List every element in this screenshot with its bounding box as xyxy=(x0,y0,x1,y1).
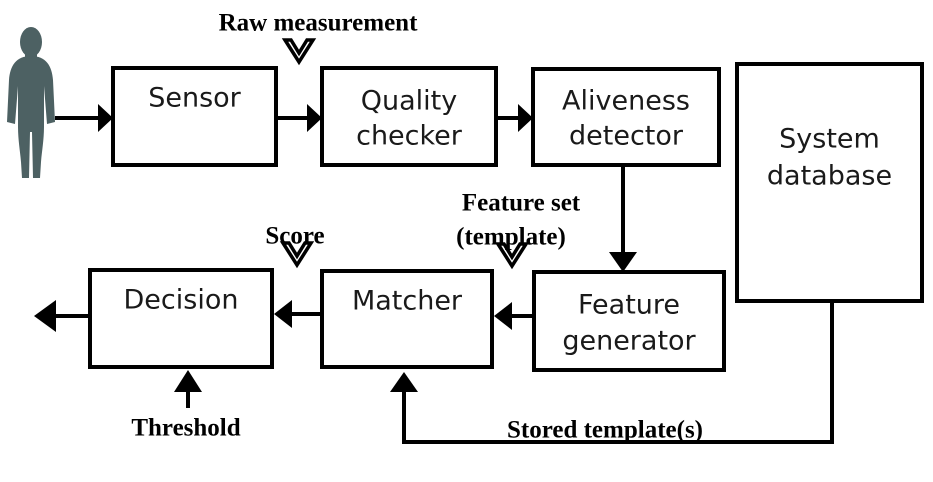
box-quality-checker-label-line-2: checker xyxy=(356,121,463,152)
annotation-feature-set-line-2: (template) xyxy=(456,224,566,251)
arrow-threshold-input xyxy=(174,370,202,408)
hollow-arrow-feature-set xyxy=(494,242,530,270)
arrow-feature-generator-to-matcher xyxy=(494,302,534,330)
arrow-sensor-to-quality-checker xyxy=(276,104,322,132)
box-aliveness-detector-label-line-1: Aliveness xyxy=(562,86,690,117)
box-system-database: System database xyxy=(735,62,924,303)
path-stored-templates-feedback xyxy=(390,301,834,444)
box-sensor-label-line-1: Sensor xyxy=(148,83,241,114)
box-aliveness-detector-label-line-2: detector xyxy=(569,121,684,152)
box-decision: Decision xyxy=(88,268,274,369)
arrow-person-to-sensor xyxy=(55,104,113,132)
arrow-decision-output xyxy=(34,300,90,332)
annotation-feature-set-line-1: Feature set xyxy=(462,190,581,217)
annotation-stored-templates: Stored template(s) xyxy=(507,417,703,444)
annotation-score: Score xyxy=(265,223,324,250)
box-matcher: Matcher xyxy=(320,269,494,369)
box-system-database-label-line-2: database xyxy=(767,161,892,192)
box-feature-generator-label-line-1: Feature xyxy=(578,290,680,321)
annotation-threshold: Threshold xyxy=(131,415,240,442)
arrow-matcher-to-decision xyxy=(274,300,322,328)
hollow-arrow-score xyxy=(279,241,315,269)
person-silhouette-icon xyxy=(7,27,55,178)
arrow-quality-checker-to-aliveness-detector xyxy=(496,104,533,132)
box-feature-generator: Feature generator xyxy=(532,270,726,372)
hollow-arrow-raw-measurement xyxy=(281,38,317,66)
box-quality-checker: Quality checker xyxy=(320,66,498,167)
box-feature-generator-label-line-2: generator xyxy=(562,326,696,357)
box-sensor: Sensor xyxy=(111,66,278,167)
box-matcher-label-line-1: Matcher xyxy=(352,286,463,317)
box-aliveness-detector: Aliveness detector xyxy=(531,67,721,167)
annotation-raw-measurement: Raw measurement xyxy=(219,10,418,37)
box-decision-label-line-1: Decision xyxy=(124,285,239,316)
box-system-database-label-line-1: System xyxy=(779,124,880,155)
box-quality-checker-label-line-1: Quality xyxy=(361,86,457,117)
arrow-aliveness-detector-to-feature-generator xyxy=(609,165,637,272)
